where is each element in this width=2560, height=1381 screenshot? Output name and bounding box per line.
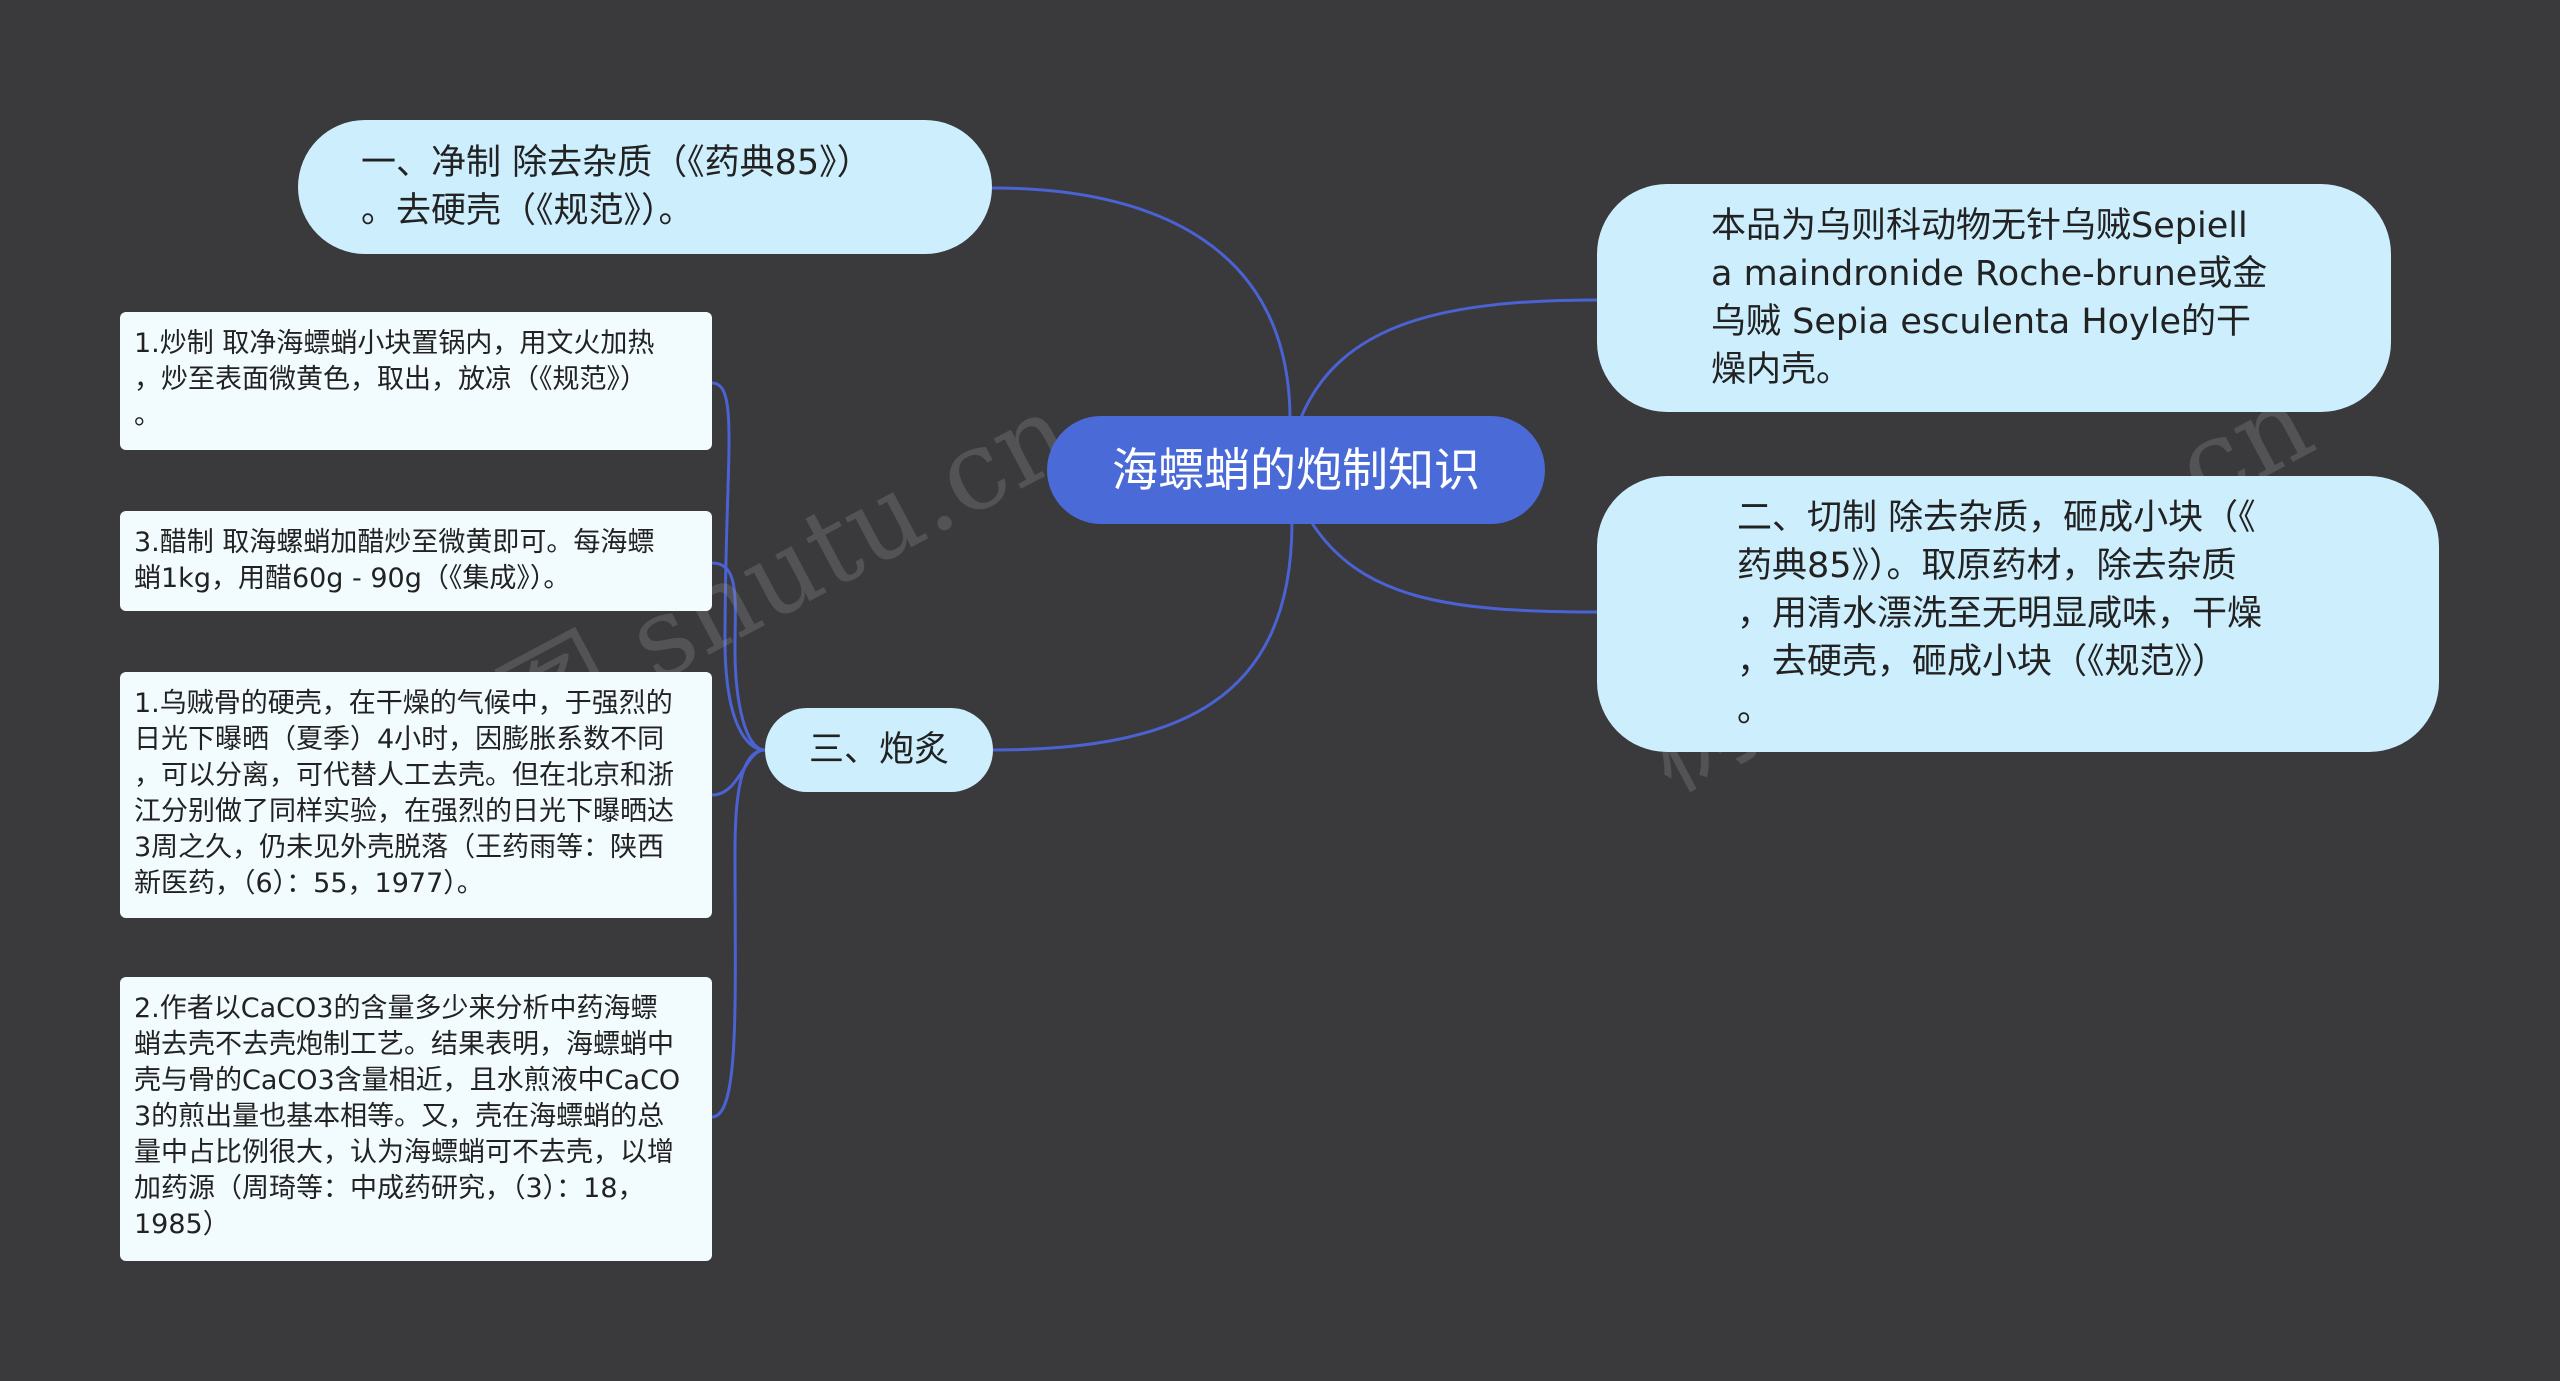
- edge-root-b1: [991, 186, 1292, 421]
- leaf-label: 1.炒制 取净海螵蛸小块置锅内，用文火加热 ，炒至表面微黄色，取出，放凉（《规范…: [134, 328, 655, 431]
- branch-node-cutting[interactable]: 二、切制 除去杂质，砸成小块（《 药典85》）。取原药材，除去杂质 ，用清水漂洗…: [1597, 476, 2439, 752]
- branch-node-cleaning[interactable]: 一、净制 除去杂质（《药典85》） 。去硬壳（《规范》）。: [298, 120, 992, 254]
- branch-label: 三、炮炙: [808, 730, 949, 770]
- leaf-node[interactable]: 1.乌贼骨的硬壳，在干燥的气候中，于强烈的 日光下曝晒（夏季）4小时，因膨胀系数…: [120, 672, 712, 918]
- leaf-label: 1.乌贼骨的硬壳，在干燥的气候中，于强烈的 日光下曝晒（夏季）4小时，因膨胀系数…: [134, 688, 674, 899]
- leaf-label: 3.醋制 取海螺蛸加醋炒至微黄即可。每海螵 蛸1kg，用醋60g - 90g（《…: [134, 527, 655, 594]
- leaf-node[interactable]: 2.作者以CaCO3的含量多少来分析中药海螵 蛸去壳不去壳炮制工艺。结果表明，海…: [120, 977, 712, 1261]
- leaf-node[interactable]: 3.醋制 取海螺蛸加醋炒至微黄即可。每海螵 蛸1kg，用醋60g - 90g（《…: [120, 511, 712, 611]
- edge-b4-leaf1: [711, 381, 766, 752]
- root-label: 海螵蛸的炮制知识: [1112, 443, 1480, 497]
- edge-root-b2: [1298, 298, 1601, 421]
- edge-b4-leaf2: [711, 561, 766, 752]
- edge-root-b4: [991, 521, 1294, 752]
- leaf-node[interactable]: 1.炒制 取净海螵蛸小块置锅内，用文火加热 ，炒至表面微黄色，取出，放凉（《规范…: [120, 312, 712, 450]
- branch-label: 二、切制 除去杂质，砸成小块（《 药典85》）。取原药材，除去杂质 ，用清水漂洗…: [1737, 498, 2263, 730]
- branch-label: 本品为乌则科动物无针乌贼Sepiell a maindronide Roche-…: [1711, 206, 2268, 390]
- branch-node-processing[interactable]: 三、炮炙: [765, 708, 993, 792]
- edge-b4-leaf4: [711, 748, 766, 1119]
- branch-node-description[interactable]: 本品为乌则科动物无针乌贼Sepiell a maindronide Roche-…: [1597, 184, 2391, 412]
- edge-root-b3: [1308, 519, 1601, 614]
- root-node[interactable]: 海螵蛸的炮制知识: [1047, 416, 1545, 524]
- branch-label: 一、净制 除去杂质（《药典85》） 。去硬壳（《规范》）。: [361, 143, 872, 231]
- leaf-label: 2.作者以CaCO3的含量多少来分析中药海螵 蛸去壳不去壳炮制工艺。结果表明，海…: [134, 993, 681, 1240]
